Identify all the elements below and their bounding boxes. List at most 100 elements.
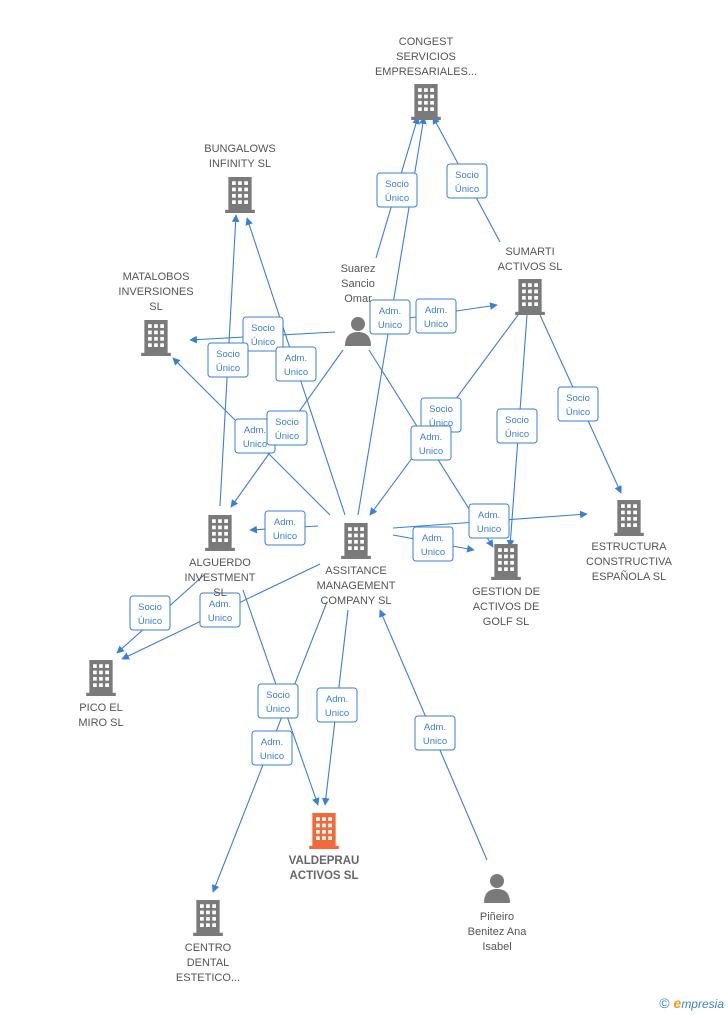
node-label-line: Suarez — [341, 263, 376, 275]
relation-badge-box — [275, 346, 317, 382]
node-congest[interactable]: CONGESTSERVICIOSEMPRESARIALES... — [375, 36, 477, 120]
relation-badge-box — [257, 683, 299, 719]
relation-badge-line: Unico — [424, 319, 448, 330]
building-icon — [614, 500, 644, 536]
node-label-line: Isabel — [482, 941, 511, 953]
building-icon — [341, 523, 371, 559]
relation-badge-box — [242, 316, 284, 352]
node-label-line: EMPRESARIALES... — [375, 66, 477, 78]
relation-badge-assitance-gestion[interactable]: Adm.Unico — [412, 526, 454, 562]
node-label-line: Omar — [344, 293, 372, 305]
relation-badge-line: Unico — [423, 736, 447, 747]
relation-badge-assitance-estructura[interactable]: Adm. Unico — [468, 503, 510, 539]
node-label-line: SUMARTI — [505, 246, 554, 258]
relation-badge-line: Unico — [421, 547, 445, 558]
brand-name: mpresia — [681, 997, 724, 1011]
relation-badge-line: Socio — [251, 323, 275, 334]
node-label-line: ESTETICO... — [176, 972, 240, 984]
relation-badge-box — [557, 386, 599, 422]
relation-badge-suarez-gestion[interactable]: Adm.Unico — [410, 425, 452, 461]
node-label-line: INVERSIONES — [118, 286, 193, 298]
relation-badge-line: Adm. — [425, 305, 447, 316]
relation-badge-assitance-centro[interactable]: Adm.Unico — [251, 730, 293, 766]
relation-badge-line: Unico — [208, 613, 232, 624]
node-label-line: Sancio — [341, 278, 375, 290]
building-icon — [193, 900, 223, 936]
building-icon — [491, 544, 521, 580]
relation-badge-assitance-valdeprau[interactable]: Adm.Unico — [316, 687, 358, 723]
relation-badge-box — [376, 172, 418, 208]
relation-badge-line: Unico — [477, 524, 501, 535]
relation-badge-line: Socio — [266, 690, 290, 701]
node-label-line: ACTIVOS DE — [473, 601, 540, 613]
relation-badge-line: Socio — [216, 349, 240, 360]
relation-badge-line: Adm. — [244, 425, 266, 436]
node-label-line: ASSITANCE — [325, 565, 387, 577]
relation-badge-line: Adm. — [274, 517, 296, 528]
relation-badge-line: Adm. — [326, 694, 348, 705]
node-label-line: ALGUERDO — [189, 557, 251, 569]
relation-badge-box — [496, 408, 538, 444]
node-label-line: CONSTRUCTIVA — [586, 556, 673, 568]
relation-badge-assitance-matalobos[interactable]: Adm.Unico — [234, 418, 276, 454]
relation-badge-suarez-sumarti-b[interactable]: Adm. Unico — [415, 298, 457, 334]
relation-badge-assitance-pico[interactable]: Adm. Unico — [199, 592, 241, 628]
relation-badge-box — [199, 592, 241, 628]
node-bungalows[interactable]: BUNGALOWS INFINITY SL — [204, 143, 276, 213]
relation-badge-assitance-bungalows[interactable]: Adm.Unico — [275, 346, 317, 382]
relation-badge-line: Único — [429, 418, 453, 429]
relation-badge-box — [129, 595, 171, 631]
edges-layer — [116, 116, 622, 893]
relation-badge-line: Adm. — [420, 432, 442, 443]
relation-badge-box — [414, 715, 456, 751]
relation-badge-suarez-sumarti-a[interactable]: Adm.Unico — [369, 299, 411, 335]
relation-badge-line: Adm. — [209, 599, 231, 610]
node-label-line: MANAGEMENT — [317, 580, 396, 592]
relation-badge-line: Adm. — [478, 510, 500, 521]
relation-badge-line: Adm. — [424, 722, 446, 733]
node-label-line: INFINITY SL — [209, 158, 271, 170]
relation-badge-line: Único — [275, 431, 299, 442]
relation-badge-line: Unico — [273, 531, 297, 542]
node-label-line: INVESTMENT — [185, 572, 256, 584]
node-label-line: CONGEST — [399, 36, 454, 48]
node-label-line: GOLF SL — [483, 616, 529, 628]
relation-badge-line: Unico — [284, 367, 308, 378]
node-centro[interactable]: CENTRODENTALESTETICO... — [176, 900, 240, 984]
node-label-line: SL — [213, 587, 226, 599]
relation-badge-line: Socio — [429, 404, 453, 415]
relation-badge-pineiro-assitance[interactable]: Adm. Unico — [414, 715, 456, 751]
empresia-brand[interactable]: ©empresia — [659, 995, 724, 1011]
node-alguerdo[interactable]: ALGUERDO INVESTMENT SL — [185, 515, 256, 599]
relation-badge-box — [410, 425, 452, 461]
relation-badge-box — [266, 410, 308, 446]
relation-badge-line: Socio — [275, 417, 299, 428]
building-icon — [141, 320, 171, 356]
node-label-line: BUNGALOWS — [204, 143, 276, 155]
node-label-line: Benitez Ana — [468, 926, 528, 938]
relation-badge-line: Único — [505, 429, 529, 440]
brand-initial: e — [673, 995, 682, 1011]
relation-badge-assitance-alguerdo[interactable]: Adm. Unico — [264, 510, 306, 546]
relation-badge-box — [412, 526, 454, 562]
relation-badge-line: Socio — [455, 170, 479, 181]
node-label-line: DENTAL — [187, 957, 230, 969]
